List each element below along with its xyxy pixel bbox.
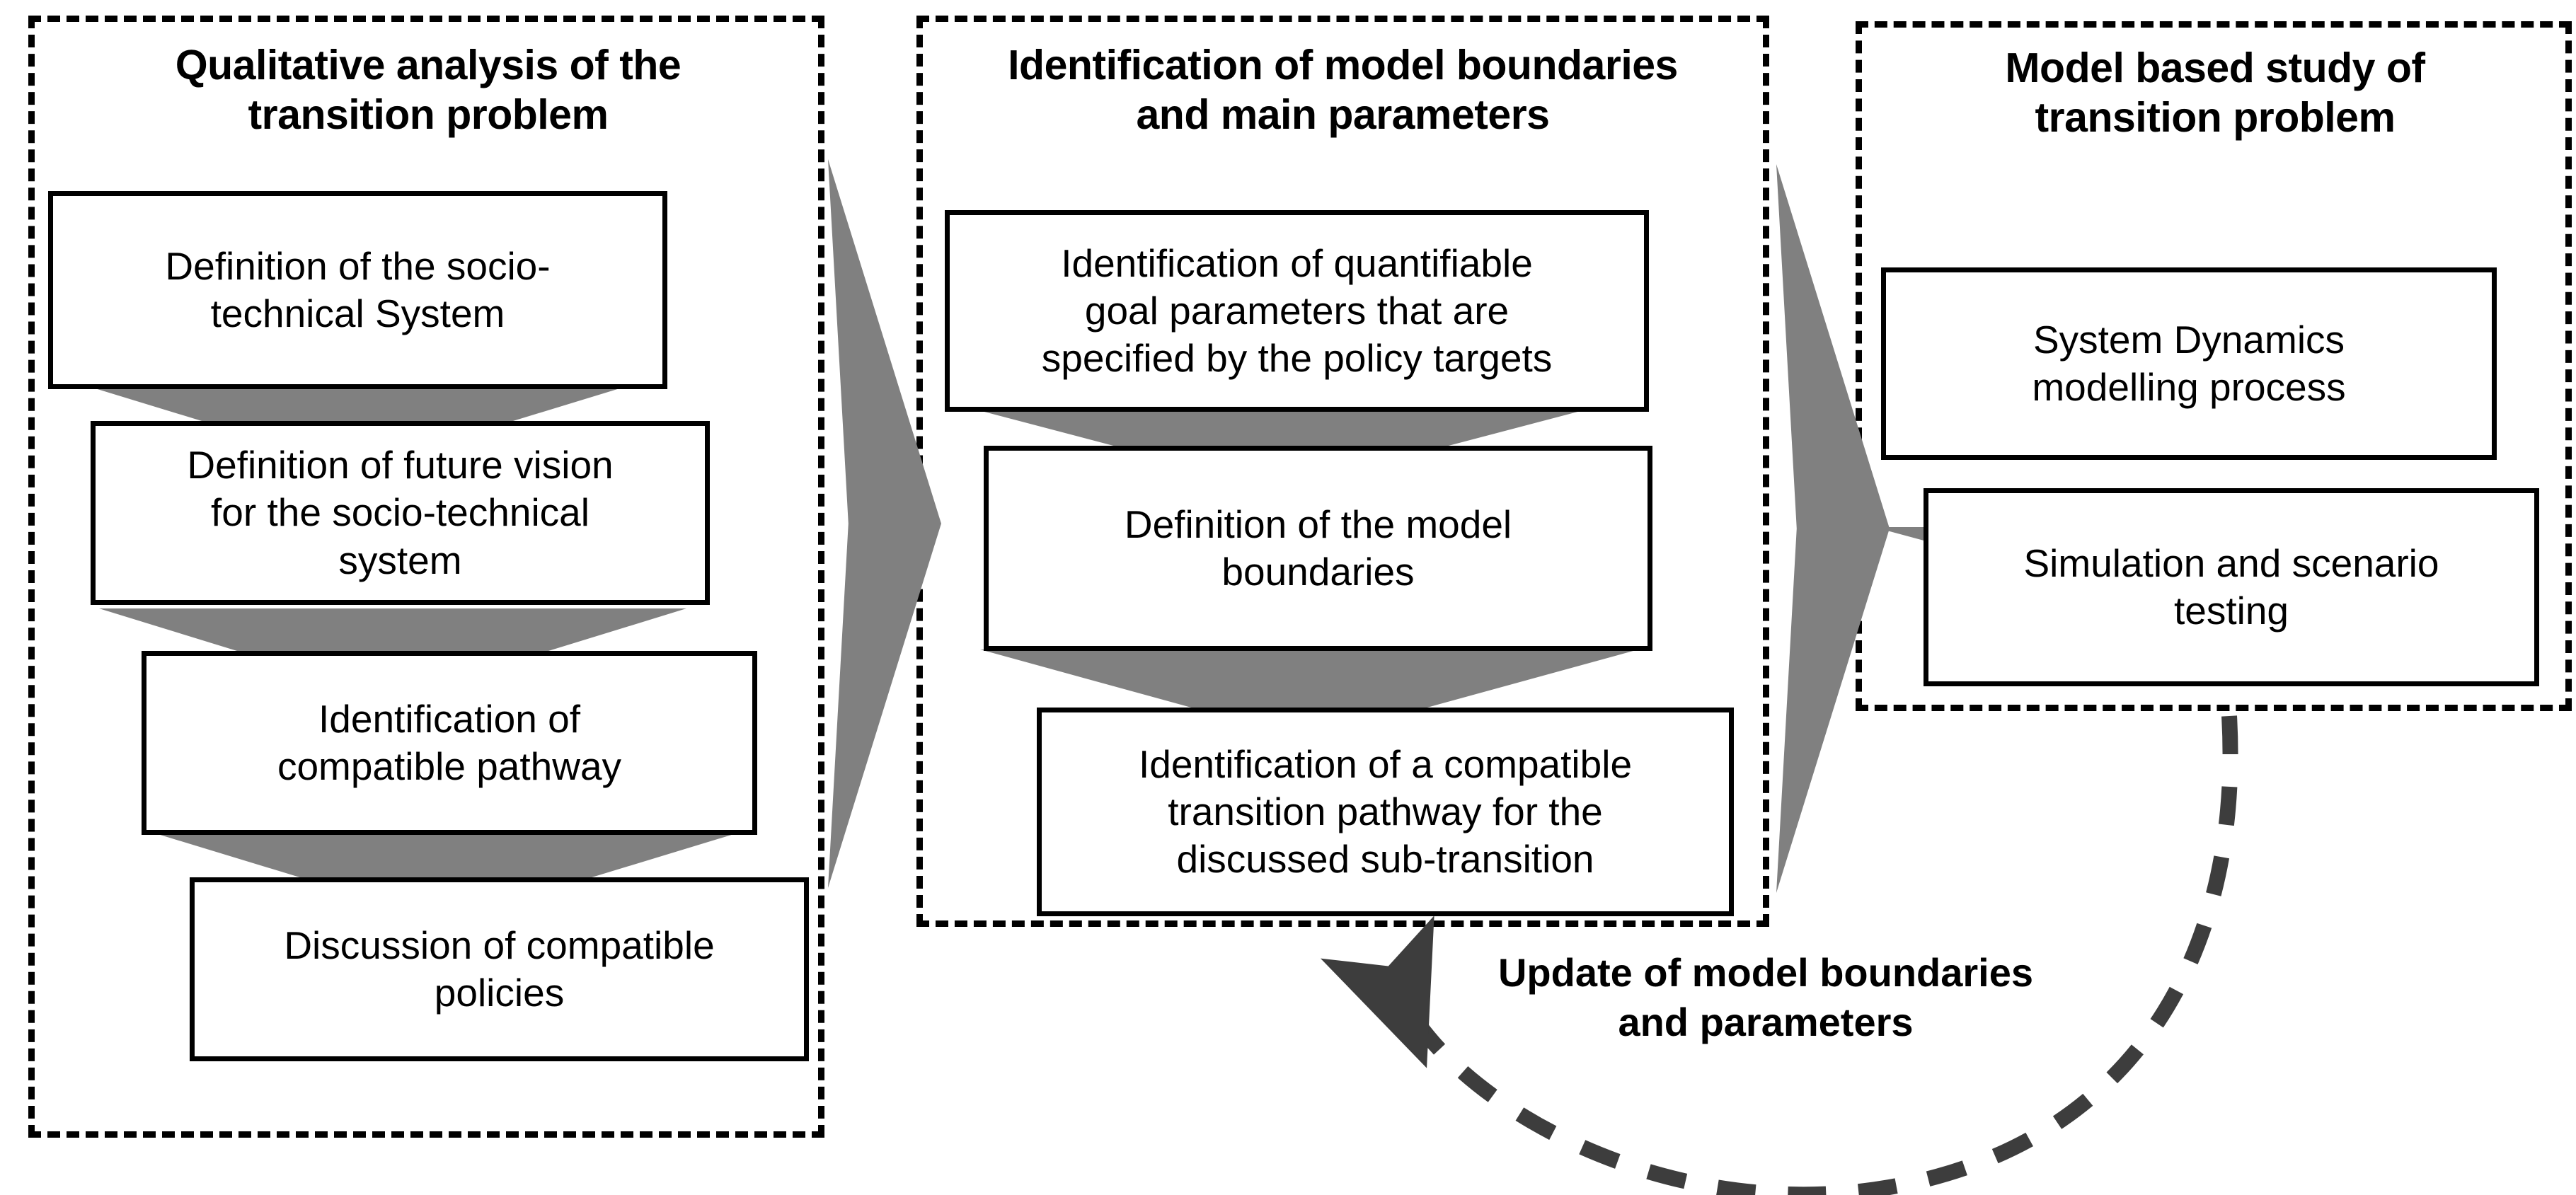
phase-panel-qualitative (28, 16, 824, 1138)
step-label: Definition of the model boundaries (1124, 502, 1512, 594)
step-label: Simulation and scenario testing (2023, 541, 2439, 633)
step-box[interactable]: Identification of a compatible transitio… (1037, 708, 1734, 916)
phase-title-qualitative: Qualitative analysis of the transition p… (175, 42, 682, 138)
phase-title-model-based-study: Model based study of transition problem (2005, 45, 2425, 141)
step-box[interactable]: Simulation and scenario testing (1924, 488, 2539, 686)
step-box[interactable]: Identification of quantifiable goal para… (945, 210, 1649, 412)
step-label: Definition of future vision for the soci… (187, 443, 614, 582)
step-label: Identification of compatible pathway (277, 696, 622, 788)
step-box[interactable]: Definition of future vision for the soci… (91, 421, 710, 605)
step-label: Definition of the socio- technical Syste… (165, 243, 551, 335)
step-box[interactable]: Identification of compatible pathway (142, 651, 757, 835)
step-label: Identification of a compatible transitio… (1138, 741, 1633, 882)
step-box[interactable]: Discussion of compatible policies (190, 877, 809, 1061)
step-box[interactable]: Definition of the socio- technical Syste… (48, 191, 667, 389)
step-box[interactable]: Definition of the model boundaries (984, 446, 1652, 651)
feedback-label: Update of model boundaries and parameter… (1497, 950, 2034, 1044)
step-label: Identification of quantifiable goal para… (1041, 241, 1553, 381)
phase-title-model-boundaries: Identification of model boundaries and m… (1008, 42, 1678, 138)
step-label: Discussion of compatible policies (284, 923, 715, 1015)
step-label: System Dynamics modelling process (2032, 317, 2346, 409)
phase-panel-model-based-study (1856, 21, 2572, 711)
step-box[interactable]: System Dynamics modelling process (1881, 267, 2497, 460)
